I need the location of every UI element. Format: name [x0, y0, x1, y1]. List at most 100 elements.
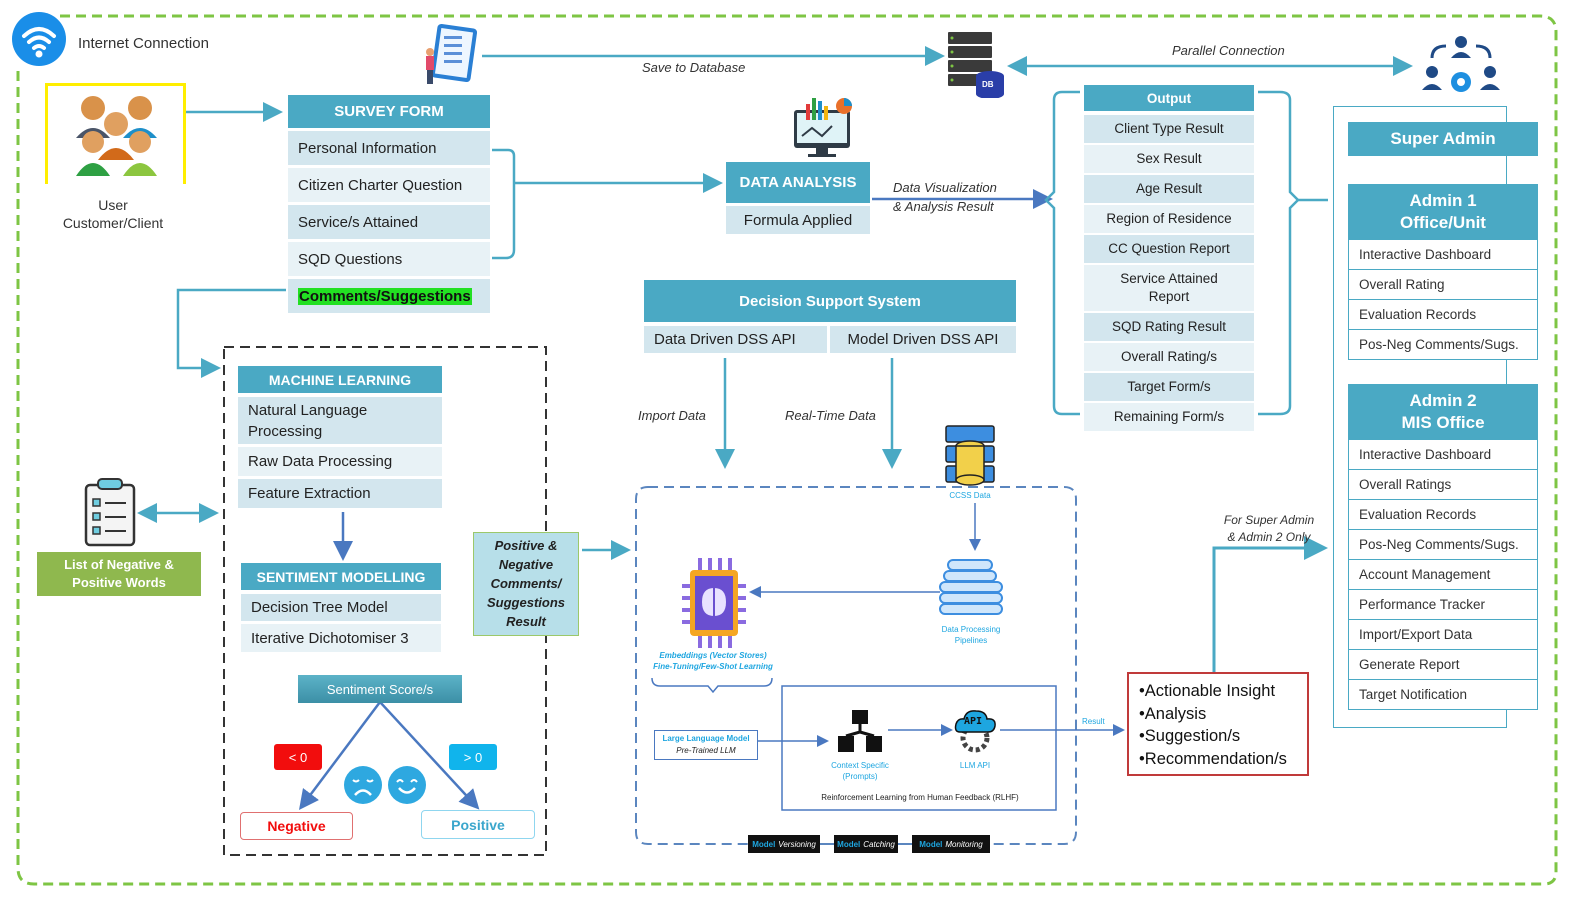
clipboard-checklist-icon: [82, 477, 138, 547]
output-item: Sex Result: [1084, 145, 1254, 175]
admin-only-label: For Super Admin & Admin 2 Only: [1214, 512, 1324, 546]
output-item: Target Form/s: [1084, 373, 1254, 403]
database-server-icon: DB: [946, 30, 1008, 99]
comments-result-line: Result: [506, 614, 546, 629]
insights-box: •Actionable Insight •Analysis •Suggestio…: [1127, 672, 1309, 776]
admin1-item: Evaluation Records: [1348, 300, 1538, 330]
chip-prefix: Model: [837, 839, 861, 849]
comments-result-line: Negative: [498, 557, 554, 572]
super-admin-title: Super Admin: [1348, 122, 1538, 156]
admin-only-line1: For Super Admin: [1223, 513, 1315, 527]
insight-item: •Analysis: [1139, 704, 1207, 723]
machine-learning-panel: MACHINE LEARNING Natural Language Proces…: [238, 366, 442, 511]
dss-panel: Decision Support System Data Driven DSS …: [644, 280, 1016, 356]
user-label: User Customer/Client: [40, 196, 186, 232]
admin2-item: Account Management: [1348, 560, 1538, 590]
chip-prefix: Model: [752, 839, 776, 849]
output-item: Age Result: [1084, 175, 1254, 205]
data-driven-dss-api: Data Driven DSS API: [644, 326, 827, 356]
sad-face-icon: [344, 766, 382, 804]
sentiment-item: Iterative Dichotomiser 3: [241, 624, 441, 655]
data-analysis-title: DATA ANALYSIS: [726, 162, 870, 203]
pipelines-line1: Data Processing: [941, 625, 1001, 634]
survey-form-title: SURVEY FORM: [288, 95, 490, 128]
admin1-title-line2: Office/Unit: [1400, 213, 1486, 232]
parallel-connection-label: Parallel Connection: [1172, 43, 1285, 58]
save-to-database-label: Save to Database: [642, 60, 746, 75]
chip-text: Monitoring: [945, 839, 983, 849]
output-item: Service Attained Report: [1084, 265, 1254, 313]
context-specific-label: Context Specific (Prompts): [820, 760, 900, 782]
output-title: Output: [1084, 85, 1254, 111]
llm-line2: Pre-Trained LLM: [676, 746, 736, 755]
negative-result-box: Negative: [240, 812, 353, 840]
result-label: Result: [1082, 717, 1105, 726]
real-time-data-label: Real-Time Data: [785, 408, 876, 423]
comments-result-line: Suggestions: [486, 595, 565, 610]
chip-text: Versioning: [778, 839, 816, 849]
survey-item: Personal Information: [288, 131, 490, 168]
admin2-panel: Admin 2 MIS Office Interactive Dashboard…: [1348, 384, 1538, 710]
import-data-label: Import Data: [638, 408, 706, 423]
admin1-item: Interactive Dashboard: [1348, 240, 1538, 270]
pipelines-line2: Pipelines: [954, 636, 988, 645]
ccss-database-icon: [944, 424, 996, 486]
sentiment-modelling-title: SENTIMENT MODELLING: [241, 563, 441, 590]
db-badge: DB: [982, 80, 994, 89]
data-visualization-line2: & Analysis Result: [893, 199, 994, 214]
llm-line1: Large Language Model: [662, 734, 750, 743]
machine-learning-title: MACHINE LEARNING: [238, 366, 442, 393]
admin2-title-line2: MIS Office: [1401, 413, 1485, 432]
comments-suggestions-highlight: Comments/Suggestions: [298, 287, 472, 305]
admin2-item: Generate Report: [1348, 650, 1538, 680]
insight-item: •Recommendation/s: [1139, 749, 1287, 768]
output-item: Overall Rating/s: [1084, 343, 1254, 373]
admin1-title-line1: Admin 1: [1409, 191, 1477, 210]
api-badge: API: [964, 716, 983, 727]
internet-connection-label: Internet Connection: [78, 35, 209, 52]
output-item: Remaining Form/s: [1084, 403, 1254, 433]
admin1-title: Admin 1 Office/Unit: [1348, 184, 1538, 240]
dss-apis: Data Driven DSS API Model Driven DSS API: [644, 326, 1016, 356]
ml-item: Feature Extraction: [238, 479, 442, 511]
users-group-icon: [76, 96, 157, 176]
llm-box: Large Language Model Pre-Trained LLM: [654, 730, 758, 760]
admin2-item: Performance Tracker: [1348, 590, 1538, 620]
wifi-icon: [12, 12, 66, 66]
user-label-line2: Customer/Client: [62, 215, 164, 231]
word-list-line1: List of Negative &: [64, 557, 174, 572]
admin2-title-line1: Admin 2: [1409, 391, 1477, 410]
data-visualization-label: Data Visualization & Analysis Result: [893, 178, 997, 216]
insight-item: •Suggestion/s: [1139, 727, 1241, 745]
admin-only-line2: & Admin 2 Only: [1227, 530, 1311, 544]
ai-chip-brain-icon: [682, 558, 746, 648]
admin2-item: Evaluation Records: [1348, 500, 1538, 530]
llm-api-label: LLM API: [959, 761, 991, 770]
survey-item: SQD Questions: [288, 242, 490, 279]
ccss-data-label: CCSS Data: [949, 491, 991, 500]
survey-item-highlighted: Comments/Suggestions: [288, 279, 490, 316]
api-cloud-icon: API: [952, 708, 998, 754]
comments-result-box: Positive & Negative Comments/ Suggestion…: [473, 532, 579, 636]
admin1-panel: Admin 1 Office/Unit Interactive Dashboar…: [1348, 184, 1538, 360]
admin2-item: Target Notification: [1348, 680, 1538, 710]
rlhf-label: Reinforcement Learning from Human Feedba…: [821, 793, 1019, 802]
context-line1: Context Specific: [831, 761, 889, 770]
insight-item: •Actionable Insight: [1139, 682, 1276, 700]
data-analysis-panel: DATA ANALYSIS Formula Applied: [726, 162, 870, 237]
survey-item: Citizen Charter Question: [288, 168, 490, 205]
admin2-title: Admin 2 MIS Office: [1348, 384, 1538, 440]
pipelines-label: Data Processing Pipelines: [926, 624, 1016, 646]
embeddings-line2: Fine-Tuning/Few-Shot Learning: [653, 662, 773, 671]
output-item: SQD Rating Result: [1084, 313, 1254, 343]
admin2-item: Import/Export Data: [1348, 620, 1538, 650]
sentiment-modelling-panel: SENTIMENT MODELLING Decision Tree Model …: [241, 563, 441, 655]
word-list-label: List of Negative & Positive Words: [37, 552, 201, 596]
admin1-item: Pos-Neg Comments/Sugs.: [1348, 330, 1538, 360]
user-card: [45, 83, 186, 184]
embeddings-label: Embeddings (Vector Stores) Fine-Tuning/F…: [650, 650, 776, 672]
positive-result-box: Positive: [421, 810, 535, 839]
